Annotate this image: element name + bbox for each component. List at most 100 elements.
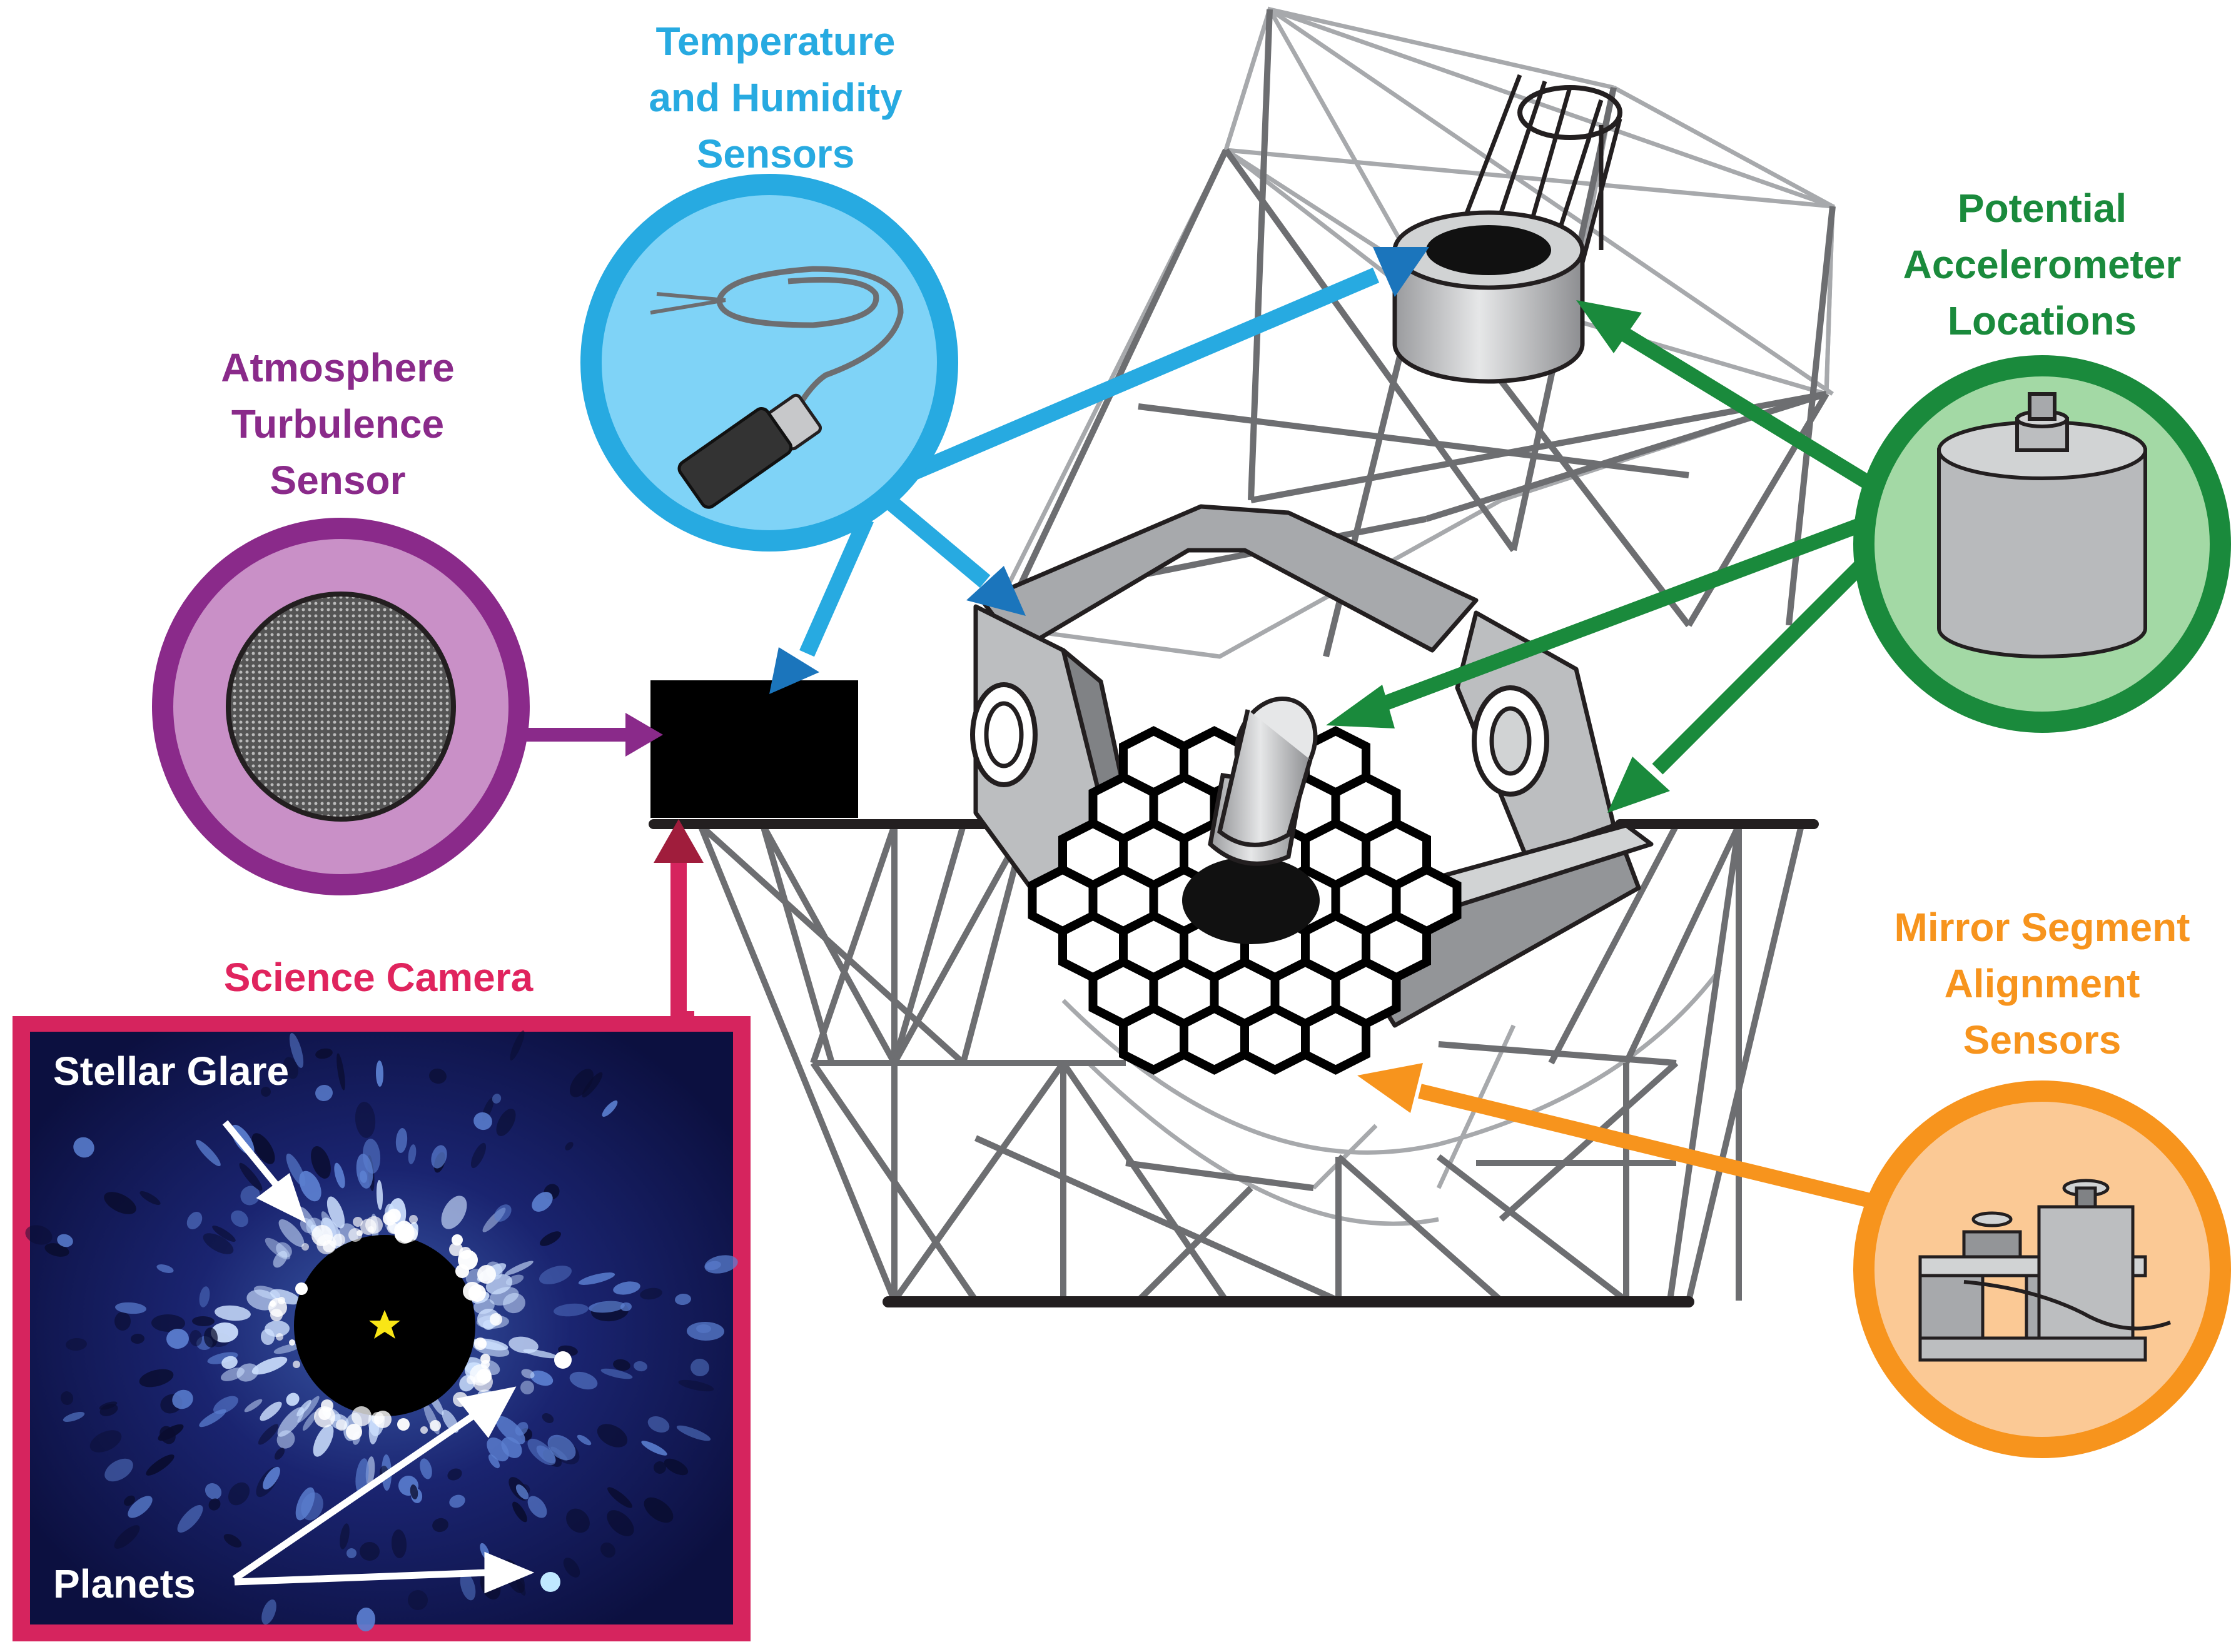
speckle	[460, 1572, 476, 1601]
speckle	[25, 1225, 53, 1245]
glare-speckle	[387, 1209, 401, 1222]
speckle	[283, 1057, 298, 1079]
speckle	[277, 1407, 305, 1437]
speckle	[515, 1422, 529, 1436]
speckle	[336, 1053, 345, 1090]
speckle	[99, 1404, 118, 1416]
atmosphere-label-line2: Turbulence	[231, 401, 444, 446]
speckle	[340, 1523, 350, 1549]
glare-speckle	[270, 1301, 276, 1307]
speckle	[675, 1293, 691, 1306]
speckle	[114, 1312, 131, 1331]
glare-speckle	[452, 1234, 463, 1246]
speckle	[199, 1286, 210, 1307]
glare-speckle	[474, 1337, 487, 1350]
potential-accelerometer-locations: Potential Accelerometer Locations	[1326, 186, 2231, 813]
speckle	[495, 1416, 525, 1444]
speckle	[251, 1133, 275, 1164]
speckle	[263, 1466, 280, 1490]
glare-speckle	[357, 1230, 363, 1236]
speckle	[470, 1142, 487, 1169]
speckle	[547, 1434, 576, 1461]
speckle	[691, 1358, 709, 1377]
speckle	[408, 1590, 428, 1610]
atmosphere-turbulence-sensor: Atmosphere Turbulence Sensor	[152, 345, 663, 895]
planet-marker-2	[540, 1572, 560, 1592]
speckle	[521, 1369, 535, 1379]
speckle	[582, 1072, 603, 1098]
speckle	[123, 1495, 136, 1506]
speckle	[297, 1396, 320, 1423]
speckle	[311, 1146, 331, 1179]
speckle	[273, 1251, 288, 1268]
speckle	[359, 1171, 368, 1183]
speckle	[539, 1266, 572, 1284]
star-icon	[369, 1310, 400, 1339]
speckle	[569, 1069, 594, 1097]
speckle	[613, 1281, 640, 1295]
speckle	[151, 1314, 185, 1332]
mirror-label-line2: Alignment	[1945, 961, 2140, 1006]
speckle	[286, 1153, 306, 1187]
glare-speckle	[409, 1215, 418, 1224]
accelerometer-label-line2: Accelerometer	[1903, 242, 2182, 287]
planet-marker-1	[554, 1351, 572, 1369]
speckle	[128, 1496, 153, 1518]
speckle	[696, 1324, 711, 1334]
speckle	[429, 1068, 447, 1084]
speckle	[260, 1401, 282, 1421]
speckle	[578, 1272, 615, 1285]
speckle	[295, 1487, 315, 1521]
top-truss	[984, 6, 1836, 659]
glare-speckle	[480, 1354, 490, 1364]
speckle	[172, 1389, 193, 1409]
alignment-sensor-icon	[1918, 1179, 2172, 1362]
speckle	[347, 1548, 357, 1558]
speckle	[273, 1343, 301, 1354]
speckle	[515, 1484, 529, 1499]
speckle	[664, 1458, 689, 1476]
speckle	[289, 1033, 304, 1068]
glare-label: Stellar Glare	[53, 1049, 289, 1094]
atmosphere-label-line3: Sensor	[270, 458, 406, 503]
speckle	[207, 1352, 238, 1364]
science-camera: Science Camera Stellar Glare Planets	[13, 819, 751, 1641]
speckle	[640, 1287, 662, 1300]
speckle	[542, 1413, 554, 1423]
speckle	[494, 1204, 512, 1222]
speckle	[261, 1599, 276, 1625]
speckle	[447, 1468, 462, 1481]
atmosphere-arrowhead	[625, 713, 663, 757]
speckle	[602, 1100, 618, 1117]
speckle	[63, 1412, 85, 1422]
speckle	[420, 1458, 432, 1479]
speckle	[221, 1356, 238, 1369]
stellar-glare-ring	[268, 1209, 502, 1440]
speckle	[215, 1305, 251, 1321]
speckle	[104, 1192, 136, 1214]
glare-speckle	[490, 1313, 502, 1326]
speckle	[395, 1128, 408, 1153]
speckle	[600, 1368, 633, 1379]
speckle	[66, 1337, 87, 1351]
mirror-label-line1: Mirror Segment	[1895, 905, 2190, 950]
speckle	[131, 1333, 144, 1344]
speckle	[213, 1396, 238, 1414]
speckle	[410, 1484, 418, 1499]
speckle	[488, 1454, 500, 1469]
glare-speckle	[430, 1420, 441, 1431]
speckle	[73, 1137, 94, 1158]
speckle	[189, 1330, 203, 1346]
speckle	[203, 1327, 218, 1347]
speckle	[326, 1196, 345, 1229]
speckle	[104, 1458, 133, 1482]
speckle	[208, 1498, 221, 1511]
speckle	[654, 1461, 666, 1474]
glare-speckle	[394, 1221, 414, 1241]
glare-speckle	[346, 1424, 362, 1440]
glare-speckle	[352, 1406, 372, 1426]
glare-speckle	[270, 1309, 283, 1321]
speckle	[300, 1207, 317, 1232]
temperature-label-line2: and Humidity	[649, 75, 903, 120]
